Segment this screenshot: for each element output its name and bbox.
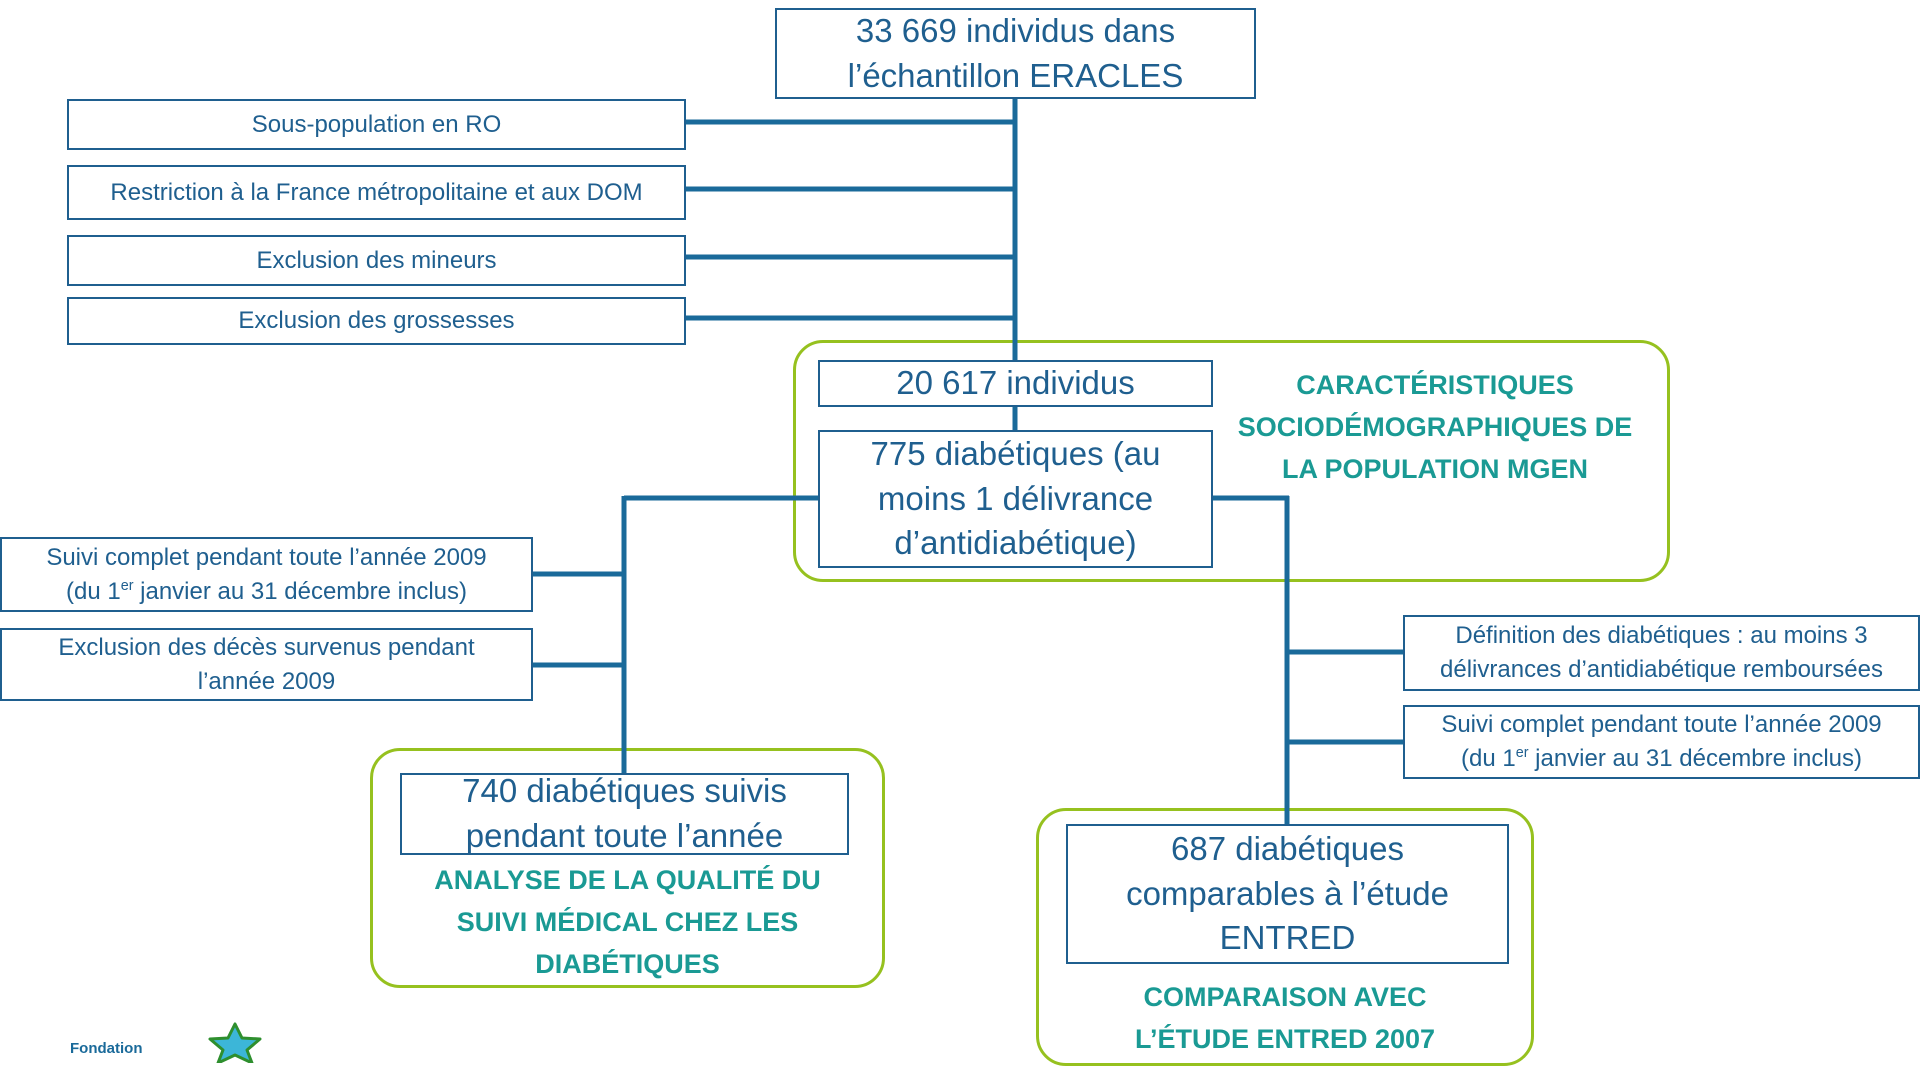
box-followed-diabetics: 740 diabétiques suivis pendant toute l’an… — [400, 772, 849, 855]
box-right-definition: Définition des diabétiques : au moins 3 d… — [1403, 615, 1920, 691]
followed-diabetics-line2: pendant toute l’année — [465, 817, 784, 854]
exclusion-ro-label: Sous-population en RO — [251, 110, 502, 138]
total-sample-line1: 33 669 individus dans — [855, 11, 1176, 49]
socio-line3: LA POPULATION MGEN — [1282, 453, 1588, 484]
box-right-follow-up: Suivi complet pendant toute l’année 2009… — [1403, 705, 1920, 779]
logo-text: Fondation — [70, 1040, 143, 1057]
diabetics-line2: moins 1 délivrance — [877, 479, 1154, 517]
title-sociodemographic: CARACTÉRISTIQUES SOCIODÉMOGRAPHIQUES DE LA… — [1220, 365, 1650, 491]
left-follow-up-line2b: janvier au 31 décembre inclus) — [133, 577, 467, 605]
exclusion-france-label: Restriction à la France métropolitaine e… — [110, 178, 643, 206]
star-icon — [208, 1022, 262, 1063]
diabetics-line1: 775 diabétiques (au — [870, 435, 1161, 473]
title-quality-analysis: ANALYSE DE LA QUALITÉ DU SUIVI MÉDICAL CH… — [380, 860, 875, 986]
diabetics-line3: d’antidiabétique) — [894, 524, 1137, 562]
comparaison-line2: L’ÉTUDE ENTRED 2007 — [1134, 1023, 1436, 1054]
comparable-line3: ENTRED — [1219, 919, 1356, 957]
box-exclusion-ro: Sous-population en RO — [67, 99, 686, 150]
right-follow-up-line2a: (du 1 — [1460, 745, 1516, 772]
left-deaths-line2: l’année 2009 — [197, 667, 336, 695]
right-definition-line1: Définition des diabétiques : au moins 3 — [1455, 622, 1868, 650]
followed-diabetics-line1: 740 diabétiques suivis — [462, 772, 787, 810]
left-follow-up-sup: er — [120, 577, 134, 594]
exclusion-minors-label: Exclusion des mineurs — [256, 246, 497, 274]
socio-line1: CARACTÉRISTIQUES — [1296, 370, 1574, 400]
analyse-line1: ANALYSE DE LA QUALITÉ DU — [434, 865, 821, 895]
box-diabetics: 775 diabétiques (au moins 1 délivrance d’a… — [818, 430, 1213, 568]
comparable-line2: comparables à l’étude — [1126, 874, 1449, 912]
individuals-label: 20 617 individus — [896, 364, 1135, 402]
right-follow-up-sup: er — [1515, 745, 1529, 761]
analyse-line3: DIABÉTIQUES — [535, 948, 720, 979]
total-sample-line2: l’échantillon ERACLES — [847, 56, 1184, 94]
box-left-deaths: Exclusion des décès survenus pendant l’an… — [0, 628, 533, 701]
box-left-follow-up: Suivi complet pendant toute l’année 2009… — [0, 537, 533, 612]
box-individuals: 20 617 individus — [818, 360, 1213, 407]
box-total-sample: 33 669 individus dans l’échantillon ERACL… — [775, 8, 1256, 99]
box-exclusion-france: Restriction à la France métropolitaine e… — [67, 165, 686, 220]
right-follow-up-line2b: janvier au 31 décembre inclus) — [1528, 745, 1862, 772]
analyse-line2: SUIVI MÉDICAL CHEZ LES — [456, 906, 799, 937]
left-follow-up-line1: Suivi complet pendant toute l’année 2009 — [46, 543, 487, 571]
left-follow-up-line2a: (du 1 — [65, 577, 121, 605]
comparable-line1: 687 diabétiques — [1170, 830, 1405, 868]
box-exclusion-pregnancies: Exclusion des grossesses — [67, 297, 686, 345]
comparaison-line1: COMPARAISON AVEC — [1143, 982, 1427, 1012]
title-entred-comparison: COMPARAISON AVEC L’ÉTUDE ENTRED 2007 — [1046, 977, 1524, 1061]
box-exclusion-minors: Exclusion des mineurs — [67, 235, 686, 286]
right-definition-line2: délivrances d’antidiabétique remboursées — [1440, 656, 1883, 683]
socio-line2: SOCIODÉMOGRAPHIQUES DE — [1237, 411, 1633, 442]
exclusion-pregnancies-label: Exclusion des grossesses — [238, 307, 515, 335]
right-follow-up-line1: Suivi complet pendant toute l’année 2009 — [1441, 711, 1882, 739]
left-deaths-line1: Exclusion des décès survenus pendant — [58, 633, 475, 661]
